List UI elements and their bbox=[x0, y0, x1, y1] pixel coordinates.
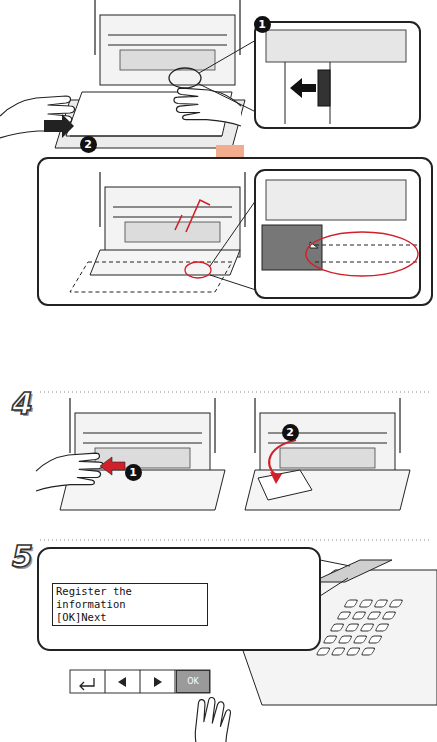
click-mark bbox=[175, 200, 210, 232]
hand-outline bbox=[174, 88, 241, 126]
keypad-button bbox=[346, 648, 360, 655]
printer-front-opening bbox=[105, 187, 240, 257]
step-number: 4 bbox=[12, 388, 33, 420]
keypad-button bbox=[337, 612, 351, 619]
slide-arrow bbox=[290, 78, 316, 98]
inset-printer-part bbox=[266, 30, 406, 62]
open-arrow-head bbox=[270, 472, 282, 484]
callout-number: 1 bbox=[125, 464, 142, 481]
left-symbol bbox=[118, 677, 126, 687]
result-panel bbox=[38, 158, 432, 305]
keypad-button bbox=[323, 636, 337, 643]
keypad-button bbox=[389, 600, 403, 607]
screen-callout bbox=[38, 548, 320, 650]
paper-guide bbox=[318, 70, 330, 106]
hand-outline bbox=[0, 96, 75, 138]
leader-line bbox=[210, 275, 256, 290]
keypad-button bbox=[368, 636, 382, 643]
right-hand bbox=[174, 88, 241, 126]
inset-printer-part bbox=[266, 180, 406, 220]
keypad-button bbox=[353, 636, 367, 643]
back-symbol bbox=[80, 678, 94, 690]
paper-edge-dashed bbox=[315, 262, 418, 263]
keypad-button bbox=[344, 600, 358, 607]
callout-number: 1 bbox=[254, 16, 271, 33]
button-bar bbox=[70, 670, 210, 693]
keypad-button bbox=[382, 612, 396, 619]
leader-line bbox=[199, 84, 256, 112]
left-hand bbox=[0, 96, 75, 138]
callout-number: 2 bbox=[282, 424, 299, 441]
detail-circle bbox=[169, 68, 201, 88]
printer-front-opening bbox=[100, 15, 235, 85]
hand bbox=[36, 453, 103, 491]
keypad-button bbox=[330, 624, 344, 631]
leader-line bbox=[199, 40, 256, 73]
pull-arrow bbox=[100, 457, 125, 475]
paper-slot bbox=[113, 217, 232, 218]
keypad-button bbox=[367, 612, 381, 619]
step-number: 5 bbox=[12, 541, 33, 573]
paper-slot bbox=[108, 45, 227, 46]
keypad-button bbox=[375, 624, 389, 631]
tray-extension-dashed bbox=[70, 262, 232, 292]
keypad-button bbox=[331, 648, 345, 655]
output-extension bbox=[258, 470, 312, 500]
keypad bbox=[316, 600, 403, 655]
lcd-screen: Register the information[OK]Next bbox=[52, 583, 208, 626]
node-text: Register the information bbox=[56, 585, 204, 611]
keypad-button bbox=[345, 624, 359, 631]
hand-outline bbox=[36, 453, 103, 491]
ok-button: OK bbox=[176, 670, 210, 693]
paper-guide bbox=[262, 225, 322, 270]
paper-slot bbox=[113, 207, 232, 208]
paper-stack bbox=[125, 222, 220, 242]
keypad-button bbox=[361, 648, 375, 655]
keypad-button bbox=[352, 612, 366, 619]
step-divider bbox=[40, 540, 432, 541]
paper-slot bbox=[83, 433, 202, 434]
detail-inset bbox=[255, 22, 420, 128]
hand-outline bbox=[188, 695, 240, 742]
button-separator bbox=[140, 670, 141, 693]
printer-illustration bbox=[100, 172, 245, 257]
paper-edge-dashed bbox=[315, 245, 418, 246]
node-text: [OK]Next bbox=[56, 611, 204, 624]
panel-display bbox=[312, 560, 392, 582]
detail-inset bbox=[255, 170, 420, 298]
inset-edge bbox=[285, 62, 286, 124]
keypad-button bbox=[359, 600, 373, 607]
paper-slot bbox=[108, 35, 227, 36]
keypad-button bbox=[360, 624, 374, 631]
highlight-ellipse bbox=[306, 232, 418, 276]
paper-stack bbox=[120, 50, 215, 70]
node-text: OK bbox=[187, 677, 199, 686]
right-symbol bbox=[154, 677, 162, 687]
detail-circle bbox=[185, 262, 211, 278]
step-divider bbox=[40, 392, 432, 393]
paper-stack bbox=[280, 448, 375, 468]
zoom-leader bbox=[320, 560, 350, 596]
open-arrow bbox=[269, 440, 296, 476]
keypad-button bbox=[316, 648, 330, 655]
keypad-button bbox=[374, 600, 388, 607]
printer-illustration bbox=[95, 0, 240, 85]
push-arrow bbox=[44, 114, 74, 138]
keypad-button bbox=[338, 636, 352, 643]
pointing-hand bbox=[188, 695, 240, 742]
paper-slot bbox=[83, 443, 202, 444]
button-separator bbox=[105, 670, 106, 693]
leader-line bbox=[210, 200, 256, 266]
paper-tray bbox=[245, 470, 410, 510]
callout-number: 2 bbox=[80, 136, 97, 153]
